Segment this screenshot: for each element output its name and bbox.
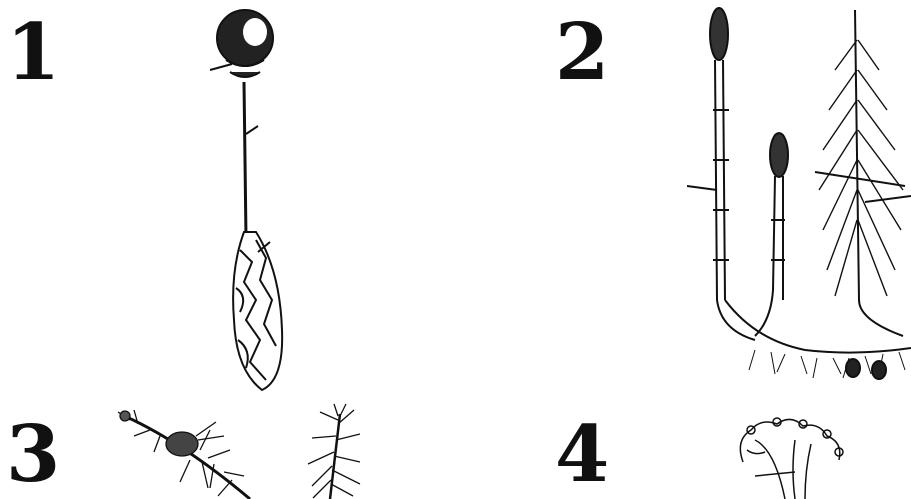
horsetail-icon	[455, 0, 911, 400]
panel-3: 3	[0, 400, 455, 499]
conifer-branch-icon	[0, 400, 455, 499]
panel-1: 1	[0, 0, 455, 400]
panel-2: 2	[455, 0, 911, 400]
moss-sporophyte-icon	[0, 0, 455, 400]
liverwort-icon	[455, 400, 911, 499]
panel-4: 4	[455, 400, 911, 499]
